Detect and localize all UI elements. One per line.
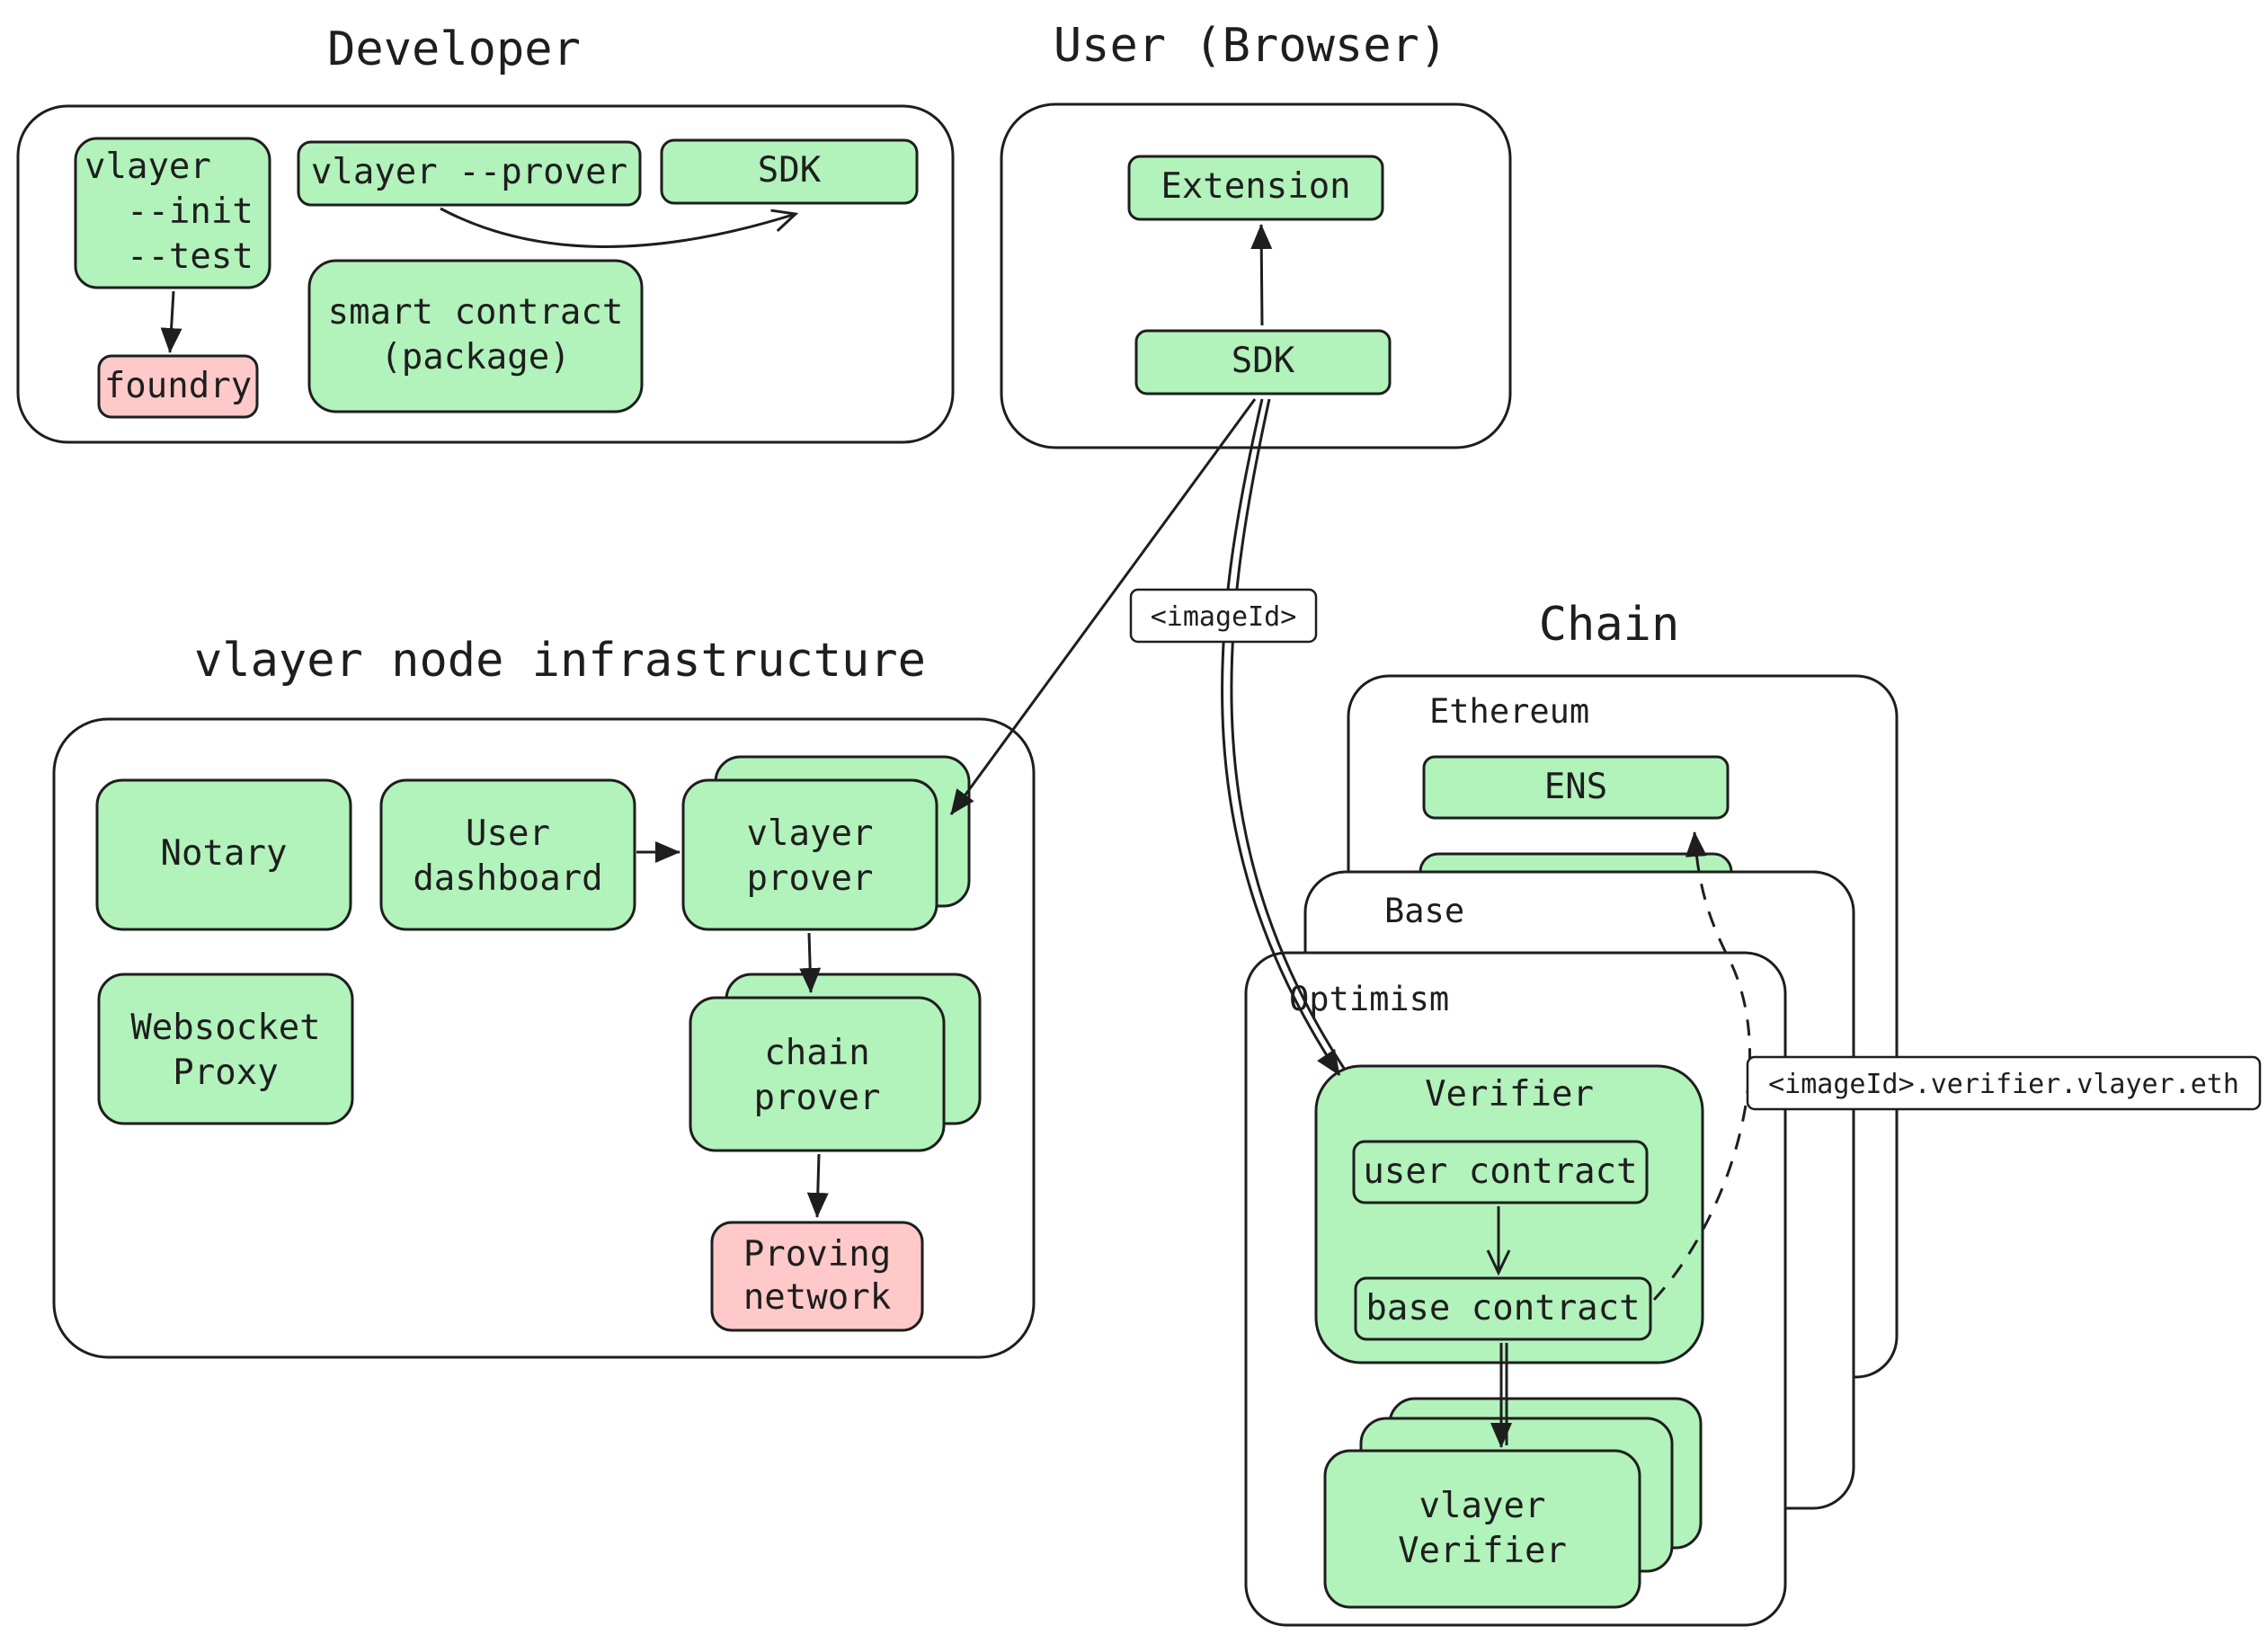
- developer-title: Developer: [327, 22, 581, 76]
- notary-label: Notary: [161, 833, 288, 874]
- verifier-label: Verifier: [1425, 1074, 1594, 1115]
- ens-label: ENS: [1544, 767, 1607, 807]
- arrow-prover-to-chain-prover: [799, 932, 822, 993]
- proving-network-line-1: Proving: [743, 1234, 891, 1275]
- vlayer-prover-line-1: vlayer: [747, 813, 874, 854]
- proving-network-line-2: network: [743, 1277, 891, 1318]
- websocket-proxy-box[interactable]: [97, 973, 354, 1125]
- user-contract-label: user contract: [1363, 1151, 1637, 1192]
- arrow-sdk-to-verifier: [1221, 398, 1341, 1076]
- vlayer-cli-line-2: --init: [84, 191, 253, 232]
- user-contract-box[interactable]: [1352, 1140, 1649, 1204]
- chain-prover-line-2: prover: [754, 1078, 881, 1118]
- user-dashboard-line-2: dashboard: [413, 858, 602, 899]
- extension-label: Extension: [1161, 166, 1350, 207]
- websocket-proxy-line-2: Proxy: [173, 1053, 278, 1093]
- ethereum-label: Ethereum: [1429, 692, 1589, 731]
- ens-name-edge-label-box: [1746, 1055, 2262, 1111]
- proving-network-box[interactable]: [710, 1221, 924, 1332]
- ens-name-edge-label: <imageId>.verifier.vlayer.eth: [1768, 1069, 2239, 1100]
- foundry-box[interactable]: [97, 354, 259, 419]
- developer-sdk-box[interactable]: [660, 138, 919, 205]
- vlayer-verifier-box[interactable]: [1323, 1449, 1641, 1609]
- notary-box[interactable]: [95, 778, 352, 931]
- vlayer-verifier-line-2: Verifier: [1398, 1531, 1567, 1571]
- base-label: Base: [1384, 892, 1464, 930]
- smart-contract-line-1: smart contract: [328, 292, 624, 333]
- chain-title: Chain: [1539, 598, 1680, 652]
- arrow-sdk-to-verifier-shadow: [1230, 398, 1347, 1071]
- vlayer-cli-box[interactable]: [74, 137, 271, 289]
- user-dashboard-line-1: User: [466, 813, 550, 854]
- vlayer-cli-line-1: vlayer: [84, 147, 211, 187]
- vlayer-prover-box[interactable]: [681, 778, 938, 931]
- vlayer-cli-line-3: --test: [84, 236, 253, 277]
- browser-sdk-label: SDK: [1232, 341, 1295, 381]
- arrow-chain-prover-to-proving-network: [806, 1153, 829, 1218]
- smart-contract-box[interactable]: [307, 259, 644, 413]
- foundry-label: foundry: [104, 366, 252, 406]
- smart-contract-line-2: (package): [380, 337, 570, 378]
- vlayer-prover-cmd-label: vlayer --prover: [311, 152, 627, 192]
- arrow-sdk-to-vlayer-prover: [949, 398, 1257, 815]
- chain-prover-box[interactable]: [689, 996, 946, 1152]
- vlayer-verifier-line-1: vlayer: [1419, 1486, 1546, 1526]
- websocket-proxy-line-1: Websocket: [130, 1008, 320, 1048]
- chain-prover-line-1: chain: [764, 1033, 869, 1073]
- optimism-label: Optimism: [1289, 980, 1449, 1018]
- base-contract-label: base contract: [1365, 1288, 1640, 1328]
- arrow-cli-to-foundry: [160, 290, 182, 353]
- developer-sdk-label: SDK: [758, 150, 822, 191]
- arrow-sdk-to-extension: [1250, 224, 1273, 326]
- infrastructure-title: vlayer node infrastructure: [194, 634, 926, 688]
- dashed-link-base-contract-to-ens: [1652, 831, 1752, 1302]
- arrow-prover-cmd-to-sdk: [440, 207, 796, 248]
- user-browser-title: User (Browser): [1054, 19, 1447, 73]
- ens-box[interactable]: [1422, 755, 1730, 820]
- browser-sdk-box[interactable]: [1134, 329, 1392, 395]
- image-id-edge-label-box: [1129, 588, 1318, 644]
- vlayer-prover-cmd-box[interactable]: [297, 140, 642, 207]
- vlayer-prover-line-2: prover: [747, 858, 874, 899]
- image-id-edge-label: <imageId>: [1151, 601, 1297, 633]
- user-dashboard-box[interactable]: [379, 778, 636, 931]
- base-contract-box[interactable]: [1354, 1276, 1652, 1341]
- extension-box[interactable]: [1127, 155, 1384, 221]
